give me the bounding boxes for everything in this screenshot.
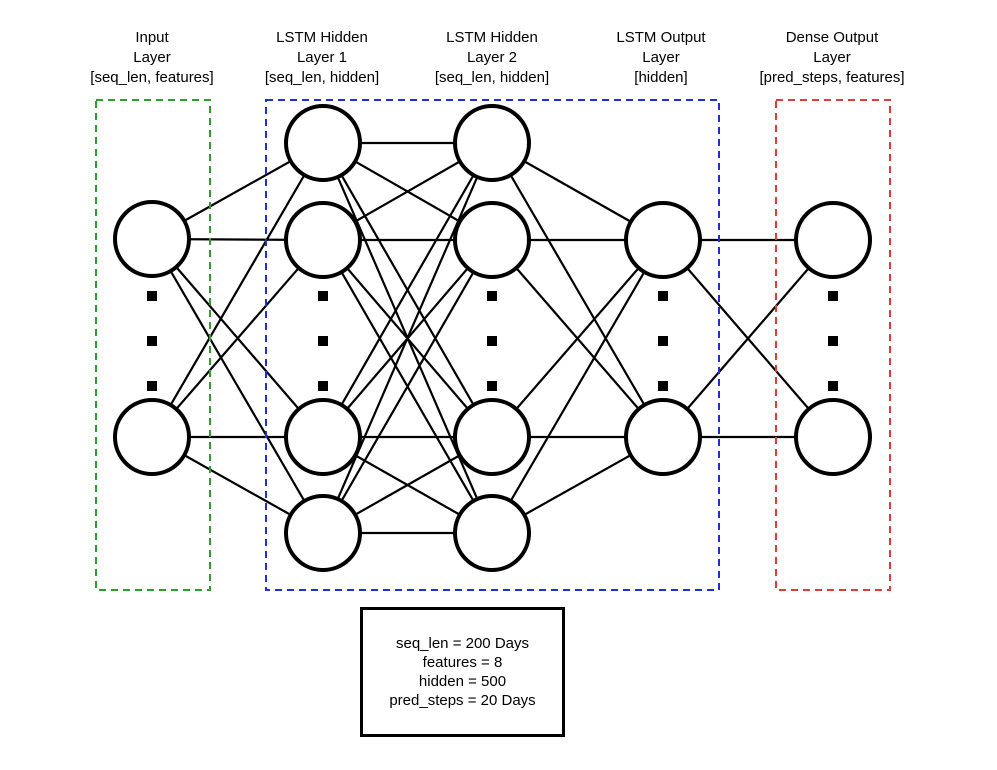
lstm-hidden-2-neuron-3 — [453, 398, 531, 476]
lstm-hidden-2-neuron-4 — [453, 494, 531, 572]
dense-output-subtitle: Layer — [813, 49, 851, 66]
lstm-hidden-1-neuron-4 — [284, 494, 362, 572]
input-ellipsis-dot-3 — [147, 381, 157, 391]
connection-input-2-to-lstm-hidden-1-2 — [151, 239, 324, 438]
lstm-hidden-2-label: LSTM Hidden Layer 2 [seq_len, hidden] — [397, 28, 587, 88]
neurons — [113, 104, 872, 572]
dense-output-layer-box — [775, 99, 891, 591]
connection-lstm-hidden-1-3-to-lstm-hidden-2-1 — [322, 142, 493, 438]
parameters-legend-box: seq_len = 200 Days features = 8 hidden =… — [360, 607, 565, 737]
lstm-hidden-1-neuron-3 — [284, 398, 362, 476]
lstm-output-ellipsis-dot-1 — [658, 291, 668, 301]
lstm-hidden-2-ellipsis-dot-1 — [487, 291, 497, 301]
lstm-layers-box — [265, 99, 720, 591]
connection-lstm-hidden-2-3-to-lstm-output-1 — [491, 239, 664, 438]
lstm-output-subtitle: Layer — [642, 49, 680, 66]
connection-lstm-hidden-2-1-to-lstm-output-2 — [491, 142, 664, 438]
lstm-hidden-2-title: LSTM Hidden — [446, 29, 538, 46]
lstm-hidden-1-label: LSTM Hidden Layer 1 [seq_len, hidden] — [227, 28, 417, 88]
lstm-hidden-1-ellipsis-dot-2 — [318, 336, 328, 346]
input-neuron-1 — [113, 200, 191, 278]
dense-output-neuron-2 — [794, 398, 872, 476]
lstm-hidden-1-neuron-1 — [284, 104, 362, 182]
input-layer-box — [95, 99, 211, 591]
lstm-hidden-1-shape: [seq_len, hidden] — [264, 69, 380, 86]
connection-lstm-hidden-1-4-to-lstm-hidden-2-2 — [322, 239, 493, 534]
lstm-output-neuron-2 — [624, 398, 702, 476]
connection-lstm-hidden-1-4-to-lstm-hidden-2-1 — [321, 142, 494, 534]
dense-output-title: Dense Output — [785, 29, 879, 46]
param-seq-len: seq_len = 200 Days — [395, 635, 529, 652]
lstm-hidden-2-neuron-1 — [453, 104, 531, 182]
connection-input-2-to-lstm-hidden-1-1 — [151, 142, 324, 438]
lstm-output-ellipsis-dot-3 — [658, 381, 668, 391]
param-hidden: hidden = 500 — [418, 673, 507, 690]
param-pred-steps: pred_steps = 20 Days — [389, 692, 536, 709]
lstm-hidden-2-neuron-2 — [453, 201, 531, 279]
lstm-output-neuron-1 — [624, 201, 702, 279]
lstm-hidden-2-shape: [seq_len, hidden] — [434, 69, 550, 86]
lstm-hidden-1-ellipsis-dot-1 — [318, 291, 328, 301]
dense-output-label: Dense Output Layer [pred_steps, features… — [737, 28, 927, 88]
input-layer-label: Input Layer [seq_len, features] — [57, 28, 247, 88]
lstm-output-title: LSTM Output — [616, 29, 706, 46]
lstm-hidden-1-subtitle: Layer 1 — [296, 49, 348, 66]
dense-output-ellipsis-dot-3 — [828, 381, 838, 391]
connection-lstm-hidden-2-4-to-lstm-output-1 — [491, 239, 664, 534]
dense-output-neuron-1 — [794, 201, 872, 279]
lstm-hidden-2-ellipsis-dot-2 — [487, 336, 497, 346]
dense-output-ellipsis-dot-2 — [828, 336, 838, 346]
dense-output-ellipsis-dot-1 — [828, 291, 838, 301]
layer-group-boxes — [95, 99, 891, 591]
lstm-hidden-1-title: LSTM Hidden — [276, 29, 368, 46]
input-ellipsis-dot-1 — [147, 291, 157, 301]
lstm-hidden-2-ellipsis-dot-3 — [487, 381, 497, 391]
dense-output-shape: [pred_steps, features] — [759, 69, 905, 86]
input-neuron-2 — [113, 398, 191, 476]
lstm-hidden-2-subtitle: Layer 2 — [466, 49, 518, 66]
lstm-hidden-1-ellipsis-dot-3 — [318, 381, 328, 391]
lstm-output-ellipsis-dot-2 — [658, 336, 668, 346]
ellipsis-dots — [147, 291, 838, 391]
param-features: features = 8 — [422, 654, 503, 671]
connection-input-1-to-lstm-hidden-1-4 — [151, 238, 324, 534]
input-layer-shape: [seq_len, features] — [90, 69, 214, 86]
lstm-output-label: LSTM Output Layer [hidden] — [566, 28, 756, 88]
input-layer-subtitle: Layer — [133, 49, 171, 66]
connection-lstm-output-2-to-dense-output-1 — [662, 239, 834, 438]
lstm-output-shape: [hidden] — [634, 69, 688, 86]
input-layer-title: Input — [135, 29, 169, 46]
input-ellipsis-dot-2 — [147, 336, 157, 346]
lstm-hidden-1-neuron-2 — [284, 201, 362, 279]
